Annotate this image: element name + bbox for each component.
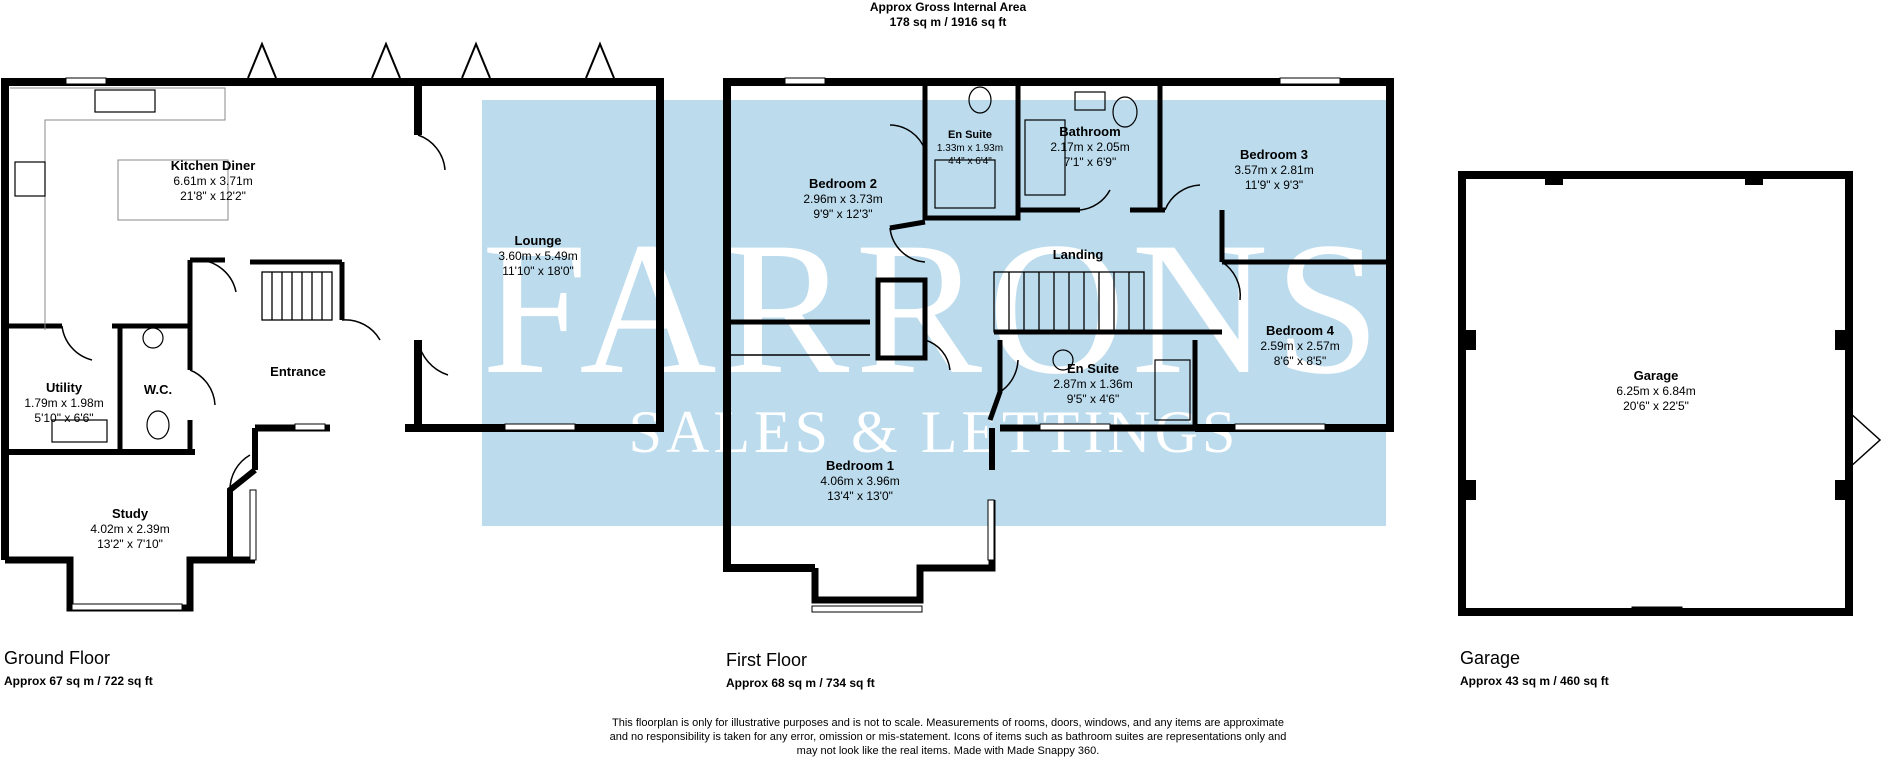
first-floor-label: First Floor — [726, 650, 807, 670]
bedroom1-metric: 4.06m x 3.96m — [820, 474, 899, 488]
kitchen-imperial: 21'8" x 12'2" — [180, 189, 246, 203]
bedroom2-imperial: 9'9" x 12'3" — [813, 207, 872, 221]
study-name: Study — [112, 506, 149, 521]
bedroom4-metric: 2.59m x 2.57m — [1260, 339, 1339, 353]
gia-value: 178 sq m / 1916 sq ft — [889, 15, 1007, 29]
bedroom3-name: Bedroom 3 — [1240, 147, 1308, 162]
utility-imperial: 5'10" x 6'6" — [34, 411, 93, 425]
kitchen-metric: 6.61m x 3.71m — [173, 174, 252, 188]
first-floor-area: Approx 68 sq m / 734 sq ft — [726, 676, 875, 690]
disclaimer-line-2: and no responsibility is taken for any e… — [609, 731, 1287, 743]
garage-imperial: 20'6" x 22'5" — [1623, 399, 1689, 413]
ensuite-top-name: En Suite — [948, 129, 992, 141]
gia-title: Approx Gross Internal Area — [869, 0, 1027, 14]
watermark-panel — [482, 100, 1386, 526]
lounge-metric: 3.60m x 5.49m — [498, 249, 577, 263]
bathroom-metric: 2.17m x 2.05m — [1050, 140, 1129, 154]
bedroom4-imperial: 8'6" x 8'5" — [1274, 354, 1326, 368]
watermark-brand: FARRONS — [482, 204, 1386, 414]
disclaimer-line-3: may not look like the real items. Made w… — [796, 745, 1100, 757]
garage-metric: 6.25m x 6.84m — [1616, 384, 1695, 398]
garage-walls — [1458, 171, 1853, 616]
lounge-name: Lounge — [515, 233, 562, 248]
ensuite-mid-name: En Suite — [1067, 361, 1119, 376]
bathroom-imperial: 7'1" x 6'9" — [1064, 155, 1116, 169]
ensuite-mid-imperial: 9'5" x 4'6" — [1067, 392, 1119, 406]
lounge-imperial: 11'10" x 18'0" — [502, 264, 574, 278]
first-floor-plan — [723, 77, 1394, 613]
bifold-door-1 — [247, 41, 277, 79]
utility-metric: 1.79m x 1.98m — [24, 396, 103, 410]
ensuite-top-imperial: 4'4" x 6'4" — [948, 156, 992, 167]
garage-floor-label: Garage — [1460, 648, 1521, 668]
garage-plan — [1458, 171, 1882, 616]
bedroom2-name: Bedroom 2 — [809, 176, 877, 191]
bathroom-name: Bathroom — [1059, 124, 1120, 139]
entrance-name: Entrance — [270, 364, 326, 379]
study-walls — [5, 556, 255, 612]
hob-icon — [14, 161, 46, 197]
bedroom3-metric: 3.57m x 2.81m — [1234, 163, 1313, 177]
landing-name: Landing — [1053, 247, 1104, 262]
watermark-subtitle: SALES & LETTINGS — [629, 399, 1240, 465]
bedroom2-metric: 2.96m x 3.73m — [803, 192, 882, 206]
garage-side-door — [1848, 411, 1882, 469]
bedroom3-imperial: 11'9" x 9'3" — [1245, 178, 1303, 192]
bedroom4-name: Bedroom 4 — [1266, 323, 1335, 338]
garage-floor-area: Approx 43 sq m / 460 sq ft — [1460, 674, 1609, 688]
ground-floor-label: Ground Floor — [4, 648, 111, 668]
disclaimer-line-1: This floorplan is only for illustrative … — [612, 717, 1284, 729]
first-floor-west-wall — [723, 78, 815, 572]
study-metric: 4.02m x 2.39m — [90, 522, 169, 536]
wc-name: W.C. — [144, 382, 172, 397]
kitchen-name: Kitchen Diner — [171, 158, 256, 173]
garage-name: Garage — [1634, 368, 1679, 383]
utility-name: Utility — [46, 380, 83, 395]
bedroom1-name: Bedroom 1 — [826, 458, 894, 473]
ensuite-top-metric: 1.33m x 1.93m — [937, 143, 1003, 154]
kitchen-island — [117, 159, 229, 221]
study-imperial: 13'2" x 7'10" — [97, 537, 163, 551]
ground-floor-area: Approx 67 sq m / 722 sq ft — [4, 674, 153, 688]
ensuite-mid-metric: 2.87m x 1.36m — [1053, 377, 1132, 391]
ground-floor-plan — [1, 41, 664, 612]
bedroom1-imperial: 13'4" x 13'0" — [827, 489, 893, 503]
kitchen-sink-icon — [94, 89, 156, 113]
